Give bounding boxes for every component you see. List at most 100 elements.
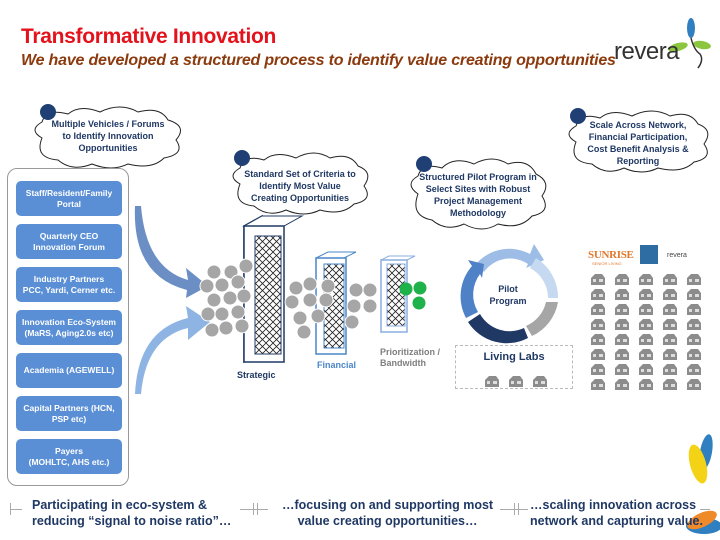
house-icon	[614, 332, 630, 345]
living-labs-box: Living Labs	[455, 345, 573, 389]
curved-arrow-upper	[134, 206, 208, 298]
source-box: Innovation Eco-System(MaRS, Aging2.0s et…	[16, 310, 122, 345]
timeline-tick	[257, 503, 258, 515]
sunrise-logo-sub: SENIOR LIVING	[592, 261, 622, 266]
strategic-filter	[242, 214, 304, 364]
idea-ball	[302, 276, 318, 292]
house-icon	[590, 287, 606, 300]
idea-ball	[230, 274, 246, 290]
idea-ball	[222, 290, 238, 306]
cloud-text-line: Creating Opportunities	[250, 193, 349, 203]
idea-ball	[214, 306, 230, 322]
house-icon	[614, 377, 630, 390]
cloud-text-line: Select Sites with Robust	[425, 184, 531, 194]
house-icon	[614, 317, 630, 330]
idea-ball	[230, 304, 246, 320]
cloud-callout-criteria: Standard Set of Criteria to Identify Mos…	[226, 150, 374, 218]
house-icon	[590, 302, 606, 315]
selected-idea-ball	[412, 296, 426, 310]
cloud-text-line: Scale Across Network,	[589, 120, 687, 130]
idea-ball	[204, 322, 220, 338]
house-icon	[614, 347, 630, 360]
cycle-segment	[526, 302, 558, 336]
house-icon	[590, 362, 606, 375]
cycle-segment	[468, 314, 528, 344]
house-icon	[484, 374, 500, 387]
cloud-marker-dot	[234, 150, 250, 166]
house-icon	[590, 377, 606, 390]
idea-ball	[206, 264, 222, 280]
cycle-segment	[476, 244, 544, 272]
selected-idea-ball	[413, 281, 427, 295]
idea-ball	[348, 282, 364, 298]
idea-ball	[238, 258, 254, 274]
idea-ball	[362, 282, 378, 298]
timeline-tick	[518, 503, 519, 515]
idea-ball	[288, 280, 304, 296]
financial-label: Financial	[317, 360, 357, 370]
cloud-text-line: Reporting	[616, 156, 660, 166]
house-icon	[686, 287, 702, 300]
sunrise-logo: SUNRISE	[588, 249, 634, 261]
house-icon	[638, 377, 654, 390]
cloud-callout-pilot: Structured Pilot Program in Select Sites…	[404, 156, 552, 232]
idea-ball	[284, 294, 300, 310]
idea-ball	[346, 298, 362, 314]
house-icon	[614, 287, 630, 300]
house-icon	[638, 302, 654, 315]
source-box: Payers(MOHLTC, AHS etc.)	[16, 439, 122, 474]
house-icon	[590, 332, 606, 345]
strategic-label: Strategic	[237, 370, 276, 380]
timeline-line	[10, 509, 22, 510]
idea-ball	[199, 278, 215, 294]
leaf-decoration-icon	[686, 434, 720, 534]
timeline-tick	[514, 503, 515, 515]
house-icon	[590, 317, 606, 330]
idea-ball	[206, 292, 222, 308]
cloud-text-line: Financial Participation,	[588, 132, 688, 142]
cloud-text-line: to Identify Innovation	[62, 131, 154, 141]
financial-filter	[315, 251, 357, 355]
house-icon	[590, 272, 606, 285]
cloud-marker-dot	[570, 108, 586, 124]
cloud-callout-scale: Scale Across Network, Financial Particip…	[562, 108, 714, 176]
source-box: Academia (AGEWELL)	[16, 353, 122, 388]
revera-logo-text: revera	[614, 38, 680, 65]
house-icon	[686, 377, 702, 390]
cloud-text-line: Opportunities	[78, 143, 138, 153]
idea-ball	[200, 306, 216, 322]
cloud-text-line: Standard Set of Criteria to	[244, 169, 356, 179]
cloud-text-line: Identify Most Value	[259, 181, 341, 191]
selected-idea-ball	[399, 282, 413, 296]
house-icon	[638, 362, 654, 375]
cloud-marker-dot	[416, 156, 432, 172]
idea-ball	[320, 278, 336, 294]
idea-ball	[223, 264, 239, 280]
idea-ball	[296, 324, 312, 340]
page-subtitle: We have developed a structured process t…	[21, 52, 616, 69]
cloud-text-line: Multiple Vehicles / Forums	[51, 119, 165, 129]
cloud-text-line: Structured Pilot Program in	[419, 172, 537, 182]
house-icon	[614, 362, 630, 375]
phase-1-text: Participating in eco-system &reducing “s…	[32, 498, 232, 528]
idea-ball	[318, 292, 334, 308]
house-icon	[662, 272, 678, 285]
house-icon	[686, 272, 702, 285]
timeline-tick	[253, 503, 254, 515]
house-icon	[662, 317, 678, 330]
house-icon	[590, 347, 606, 360]
living-labs-label: Living Labs	[483, 351, 545, 363]
cloud-marker-dot	[40, 104, 56, 120]
idea-ball	[362, 298, 378, 314]
idea-ball	[344, 314, 360, 330]
house-icon	[662, 377, 678, 390]
house-icon	[638, 287, 654, 300]
curved-arrow-lower	[135, 306, 210, 394]
source-box: Capital Partners (HCN,PSP etc)	[16, 396, 122, 431]
